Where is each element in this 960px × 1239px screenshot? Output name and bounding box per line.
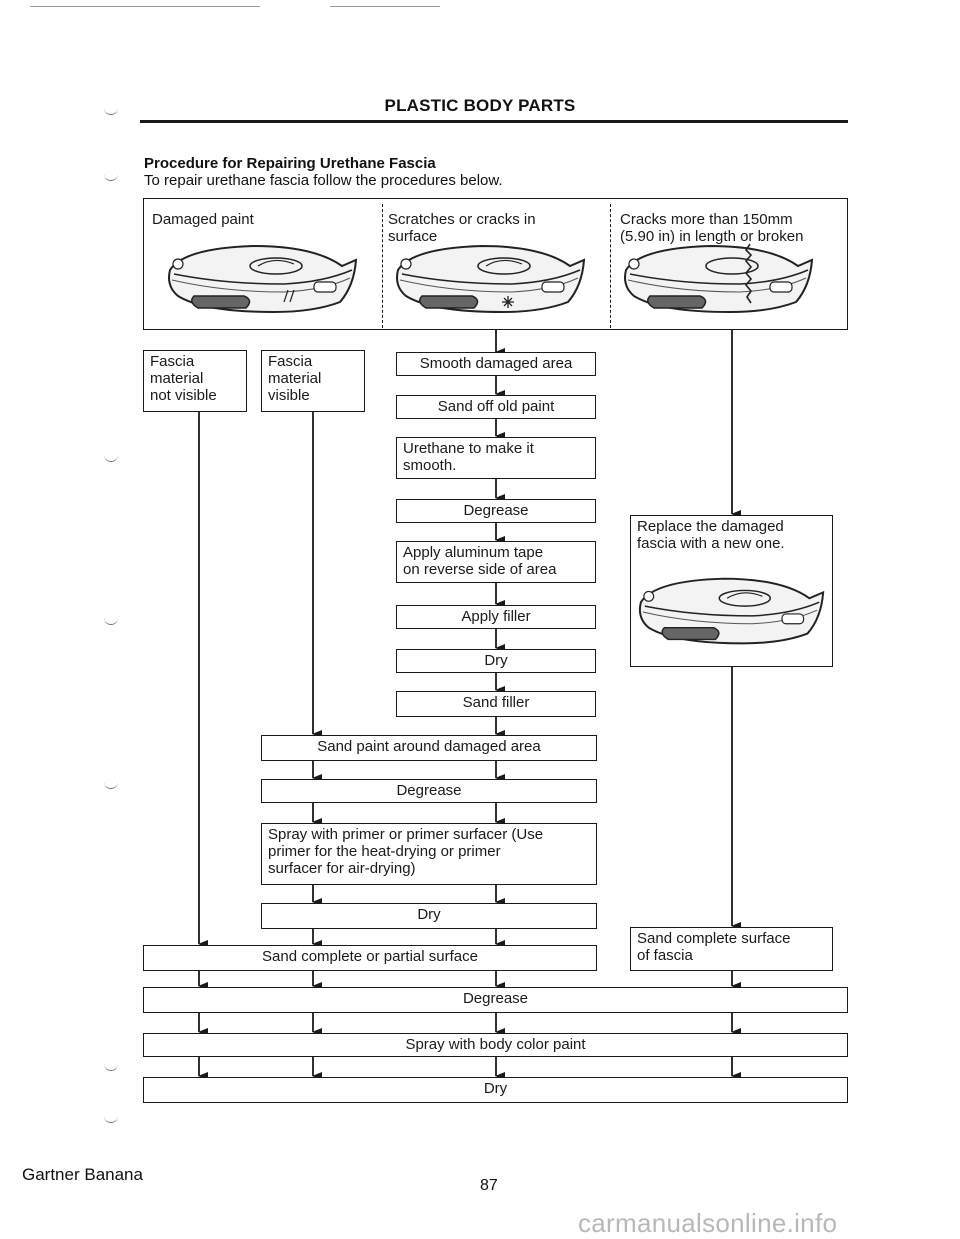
- fascia-visible-box: Fascia material visible: [261, 350, 365, 412]
- category-divider: [382, 204, 383, 328]
- page-title: PLASTIC BODY PARTS: [384, 96, 576, 115]
- scan-line: [30, 6, 260, 7]
- fascia-broken-illustration: [624, 243, 814, 314]
- step-sand-filler: Sand filler: [396, 691, 596, 717]
- binding-mark: [104, 1064, 118, 1071]
- step-dry: Dry: [396, 649, 596, 673]
- watermark: carmanualsonline.info: [578, 1208, 838, 1238]
- fascia-scratches-illustration: [396, 244, 586, 314]
- step-sand-paint-around-area: Sand paint around damaged area: [261, 735, 597, 761]
- title-rule: [140, 120, 848, 123]
- binding-mark: [104, 782, 118, 789]
- section-heading: Procedure for Repairing Urethane Fascia: [144, 155, 436, 172]
- category-scratches: Scratches or cracks in surface: [388, 211, 536, 245]
- step-final-dry: Dry: [143, 1077, 848, 1103]
- page-number: 87: [480, 1177, 498, 1194]
- new-fascia-illustration: [638, 577, 825, 645]
- category-cracks: Cracks more than 150mm (5.90 in) in leng…: [620, 211, 804, 245]
- step-spray-primer: Spray with primer or primer surfacer (Us…: [261, 823, 597, 885]
- step-sand-complete-fascia: Sand complete surface of fascia: [630, 927, 833, 971]
- category-divider: [610, 204, 611, 328]
- step-urethane: Urethane to make it smooth.: [396, 437, 596, 479]
- step-paint-degrease: Degrease: [261, 779, 597, 803]
- step-degrease: Degrease: [396, 499, 596, 523]
- binding-mark: [104, 1116, 118, 1123]
- step-smooth-damaged-area: Smooth damaged area: [396, 352, 596, 376]
- binding-mark: [104, 108, 118, 115]
- fascia-not-visible-box: Fascia material not visible: [143, 350, 247, 412]
- step-primer-dry: Dry: [261, 903, 597, 929]
- step-spray-body-color: Spray with body color paint: [143, 1033, 848, 1057]
- step-sand-off-old-paint: Sand off old paint: [396, 395, 596, 419]
- step-sand-complete-or-partial: Sand complete or partial surface: [143, 945, 597, 971]
- binding-mark: [104, 174, 118, 181]
- footer-author: Gartner Banana: [22, 1165, 143, 1184]
- fascia-damaged-paint-illustration: [168, 244, 358, 314]
- binding-mark: [104, 455, 118, 462]
- intro-text: To repair urethane fascia follow the pro…: [144, 172, 503, 189]
- binding-mark: [104, 618, 118, 625]
- step-apply-filler: Apply filler: [396, 605, 596, 629]
- scan-line: [330, 6, 440, 7]
- step-apply-aluminum-tape: Apply aluminum tape on reverse side of a…: [396, 541, 596, 583]
- category-damaged-paint: Damaged paint: [152, 211, 254, 228]
- step-final-degrease: Degrease: [143, 987, 848, 1013]
- step-replace-fascia: Replace the damaged fascia with a new on…: [630, 515, 833, 667]
